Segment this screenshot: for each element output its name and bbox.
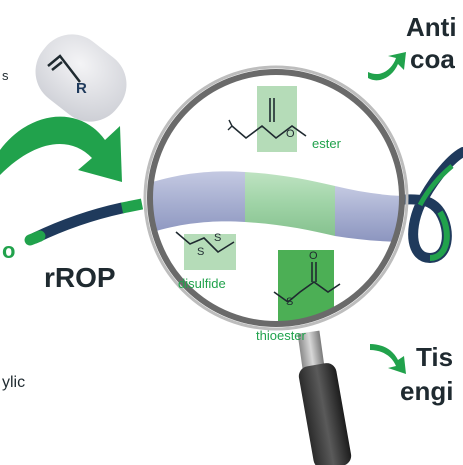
ester-o-atom: O	[286, 128, 295, 140]
left-label-mid: o	[2, 238, 16, 263]
left-label-top: s	[2, 68, 9, 83]
disulfide-s-atom-2: S	[214, 232, 222, 244]
right-polymer-loop	[393, 147, 463, 264]
right-label-tis: Tis	[416, 342, 454, 372]
monomer-capsule	[35, 34, 127, 122]
ester-label: ester	[312, 136, 341, 151]
right-label-anti: Anti	[406, 12, 457, 42]
magnifier-handle	[297, 330, 352, 465]
right-label-coa: coa	[410, 44, 455, 74]
arrow-right-top	[368, 52, 406, 81]
disulfide-s-atom-1: S	[197, 246, 205, 258]
thioester-s-atom: S	[286, 296, 294, 308]
thioester-label: thioester	[256, 328, 306, 343]
thioester-o-atom: O	[309, 250, 318, 262]
disulfide-label: disulfide	[178, 276, 226, 291]
magnifier-lens	[143, 65, 409, 331]
rrop-label: rROP	[44, 262, 116, 293]
green-curved-arrow	[0, 116, 122, 182]
monomer-substituent-r: R	[76, 80, 87, 97]
left-label-bottom: ylic	[2, 374, 26, 391]
arrow-right-bottom	[370, 344, 406, 374]
left-polymer-strand	[24, 198, 144, 246]
right-label-engi: engi	[400, 376, 454, 406]
